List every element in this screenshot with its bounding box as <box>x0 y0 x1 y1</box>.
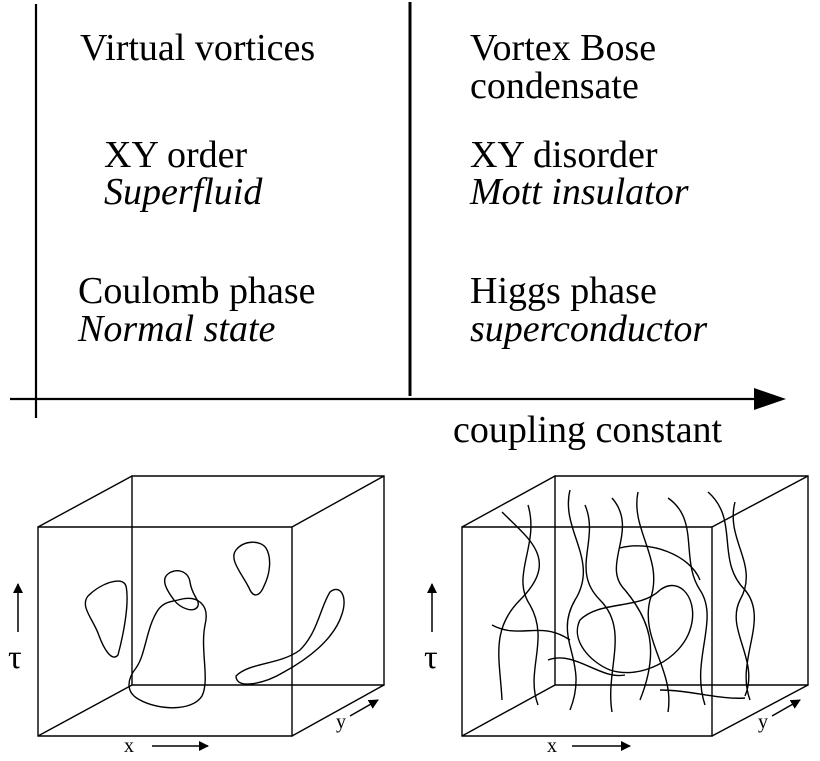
mott-insulator-label: Mott insulator <box>469 171 689 213</box>
higgs-phase-label: Higgs phase <box>470 270 657 312</box>
normal-state-label: Normal state <box>77 308 276 350</box>
y-axis-label: y <box>758 711 768 733</box>
right-box-edge <box>711 475 809 528</box>
left-box-back-face <box>131 475 385 686</box>
coulomb-phase-label: Coulomb phase <box>78 270 315 312</box>
right-box-back-face <box>554 475 809 686</box>
coupling-constant-label: coupling constant <box>453 409 723 451</box>
right-box-edge <box>461 475 556 528</box>
vortex-loop <box>233 541 271 596</box>
vortex-line <box>498 511 541 701</box>
y-arrow <box>771 699 801 717</box>
superfluid-label: Superfluid <box>104 171 263 213</box>
vortex-line <box>522 504 539 706</box>
left-box-edge <box>291 475 385 528</box>
vortex-line <box>619 545 701 581</box>
vortex-loop <box>235 588 345 685</box>
x-axis-label: x <box>547 735 557 757</box>
tau-label: τ <box>424 639 438 676</box>
vortex-bose-label: Vortex Bose <box>470 27 656 69</box>
right-box-diagram: τ x y <box>424 475 809 757</box>
vortex-line <box>667 497 708 706</box>
y-arrow <box>349 699 379 717</box>
left-box-edge <box>37 475 133 528</box>
virtual-vortices-label: Virtual vortices <box>80 27 315 69</box>
vortex-line <box>566 489 585 711</box>
vortex-line <box>547 657 626 677</box>
y-axis-label: y <box>336 711 346 733</box>
vortex-loop <box>128 597 207 709</box>
xy-order-label: XY order <box>104 134 247 176</box>
vortex-line <box>659 689 746 699</box>
x-axis-label: x <box>124 735 134 757</box>
vortex-line <box>707 491 755 701</box>
vortex-line <box>636 491 670 713</box>
vortex-line <box>611 497 652 701</box>
vortex-loop <box>164 570 200 611</box>
xy-disorder-label: XY disorder <box>470 134 658 176</box>
vortex-loop <box>84 580 128 658</box>
condensate-label: condensate <box>470 65 639 107</box>
superconductor-label: superconductor <box>470 308 707 350</box>
vortex-line <box>576 584 694 674</box>
right-box-edge <box>461 684 556 737</box>
left-box-front-face <box>37 526 293 737</box>
left-box-diagram: τ x y <box>8 475 385 757</box>
tau-label: τ <box>8 639 22 676</box>
left-box-edge <box>291 684 385 737</box>
coupling-axis-arrowhead <box>754 388 786 410</box>
vortex-line <box>491 624 571 641</box>
left-box-edge <box>37 684 133 737</box>
vortex-line <box>732 501 750 697</box>
right-box-edge <box>711 684 809 737</box>
